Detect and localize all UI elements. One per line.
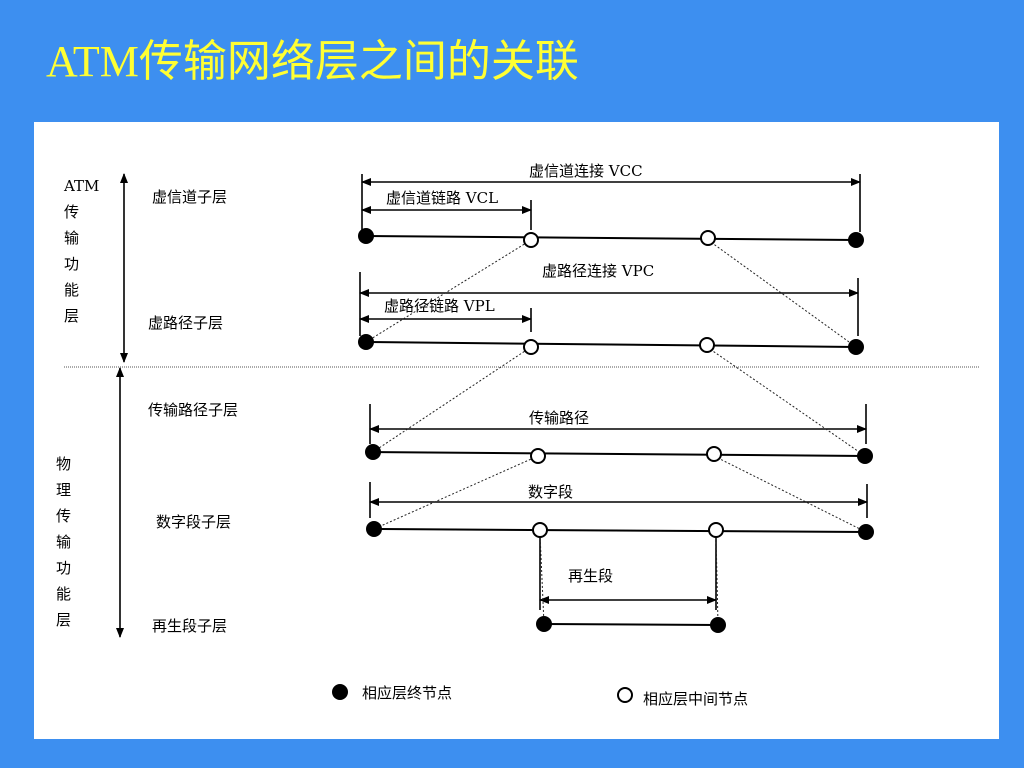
rs-layer-line bbox=[536, 616, 726, 633]
terminal-node-legend-icon bbox=[332, 684, 348, 700]
intermediate-node bbox=[708, 522, 724, 538]
tp-layer-line bbox=[365, 444, 873, 464]
tp-sublayer-label: 传输路径子层 bbox=[148, 401, 238, 419]
rs-sublayer-label: 再生段子层 bbox=[152, 617, 227, 635]
mapping-line bbox=[365, 239, 532, 343]
ds-label: 数字段 bbox=[528, 483, 573, 501]
terminal-node bbox=[366, 521, 382, 537]
intermediate-node bbox=[523, 339, 539, 355]
mapping-lines bbox=[365, 239, 867, 625]
tp-label: 传输路径 bbox=[529, 409, 589, 427]
vc-layer-line bbox=[358, 228, 864, 248]
slide-title: ATM传输网络层之间的关联 bbox=[46, 37, 579, 86]
intermediate-node bbox=[700, 230, 716, 246]
intermediate-node bbox=[699, 337, 715, 353]
intermediate-node bbox=[706, 446, 722, 462]
mapping-line bbox=[539, 533, 545, 625]
ds-sublayer-label: 数字段子层 bbox=[156, 513, 231, 531]
vp-layer-line bbox=[358, 334, 864, 355]
vcl-label: 虚信道链路 VCL bbox=[386, 189, 498, 207]
terminal-node bbox=[358, 228, 374, 244]
mapping-line bbox=[373, 455, 539, 530]
terminal-node bbox=[358, 334, 374, 350]
intermediate-node bbox=[530, 448, 546, 464]
mapping-line bbox=[715, 533, 719, 625]
terminal-node bbox=[365, 444, 381, 460]
rs-label: 再生段 bbox=[568, 567, 613, 585]
vpc-label: 虚路径连接 VPC bbox=[542, 262, 654, 280]
terminal-node bbox=[848, 339, 864, 355]
vcc-label: 虚信道连接 VCC bbox=[529, 162, 643, 180]
vp-sublayer-label: 虚路径子层 bbox=[148, 314, 223, 332]
vpl-label: 虚路径链路 VPL bbox=[384, 297, 495, 315]
legend: 相应层终节点 相应层中间节点 bbox=[332, 684, 748, 708]
intermediate-node-legend-icon bbox=[617, 687, 633, 703]
mapping-line bbox=[372, 346, 532, 453]
terminal-node bbox=[858, 524, 874, 540]
terminal-node bbox=[536, 616, 552, 632]
intermediate-node bbox=[532, 522, 548, 538]
terminal-node-legend-label: 相应层终节点 bbox=[362, 684, 452, 702]
vc-sublayer-label: 虚信道子层 bbox=[152, 188, 227, 206]
intermediate-node-legend-label: 相应层中间节点 bbox=[643, 690, 748, 708]
mapping-line bbox=[713, 455, 867, 533]
mapping-line bbox=[707, 239, 857, 348]
terminal-node bbox=[857, 448, 873, 464]
physical-group-label: 物理传输功能层 bbox=[56, 455, 71, 629]
terminal-node bbox=[848, 232, 864, 248]
ds-layer-line bbox=[366, 521, 874, 540]
terminal-node bbox=[710, 617, 726, 633]
intermediate-node bbox=[523, 232, 539, 248]
mapping-line bbox=[706, 346, 866, 457]
